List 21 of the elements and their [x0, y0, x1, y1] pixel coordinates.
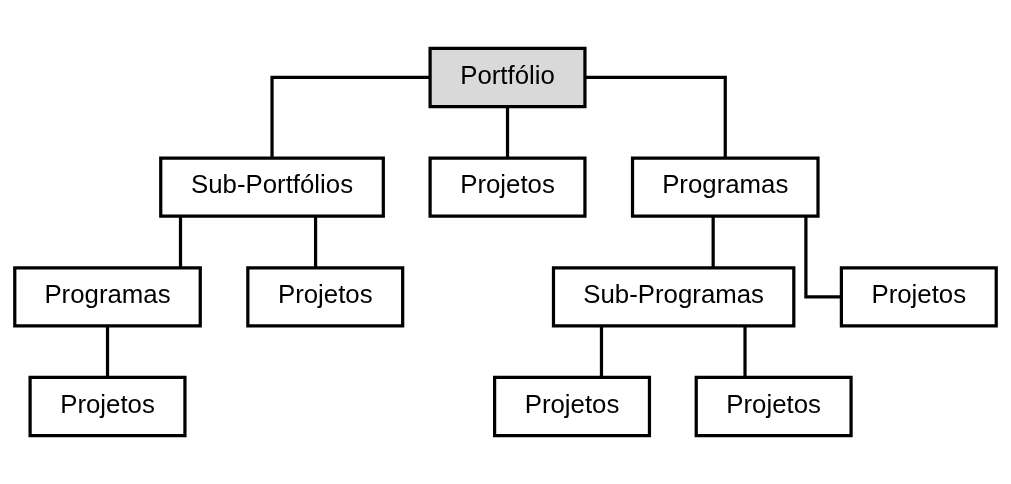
node-box: Projetos	[246, 266, 405, 328]
connector	[105, 326, 110, 378]
node-box: Projetos	[694, 375, 853, 438]
node-box: Portfólio	[428, 46, 587, 109]
connector	[270, 75, 430, 158]
connector	[599, 326, 604, 378]
node-box: Projetos	[493, 375, 652, 438]
node-box: Programas	[630, 156, 820, 218]
connector	[743, 326, 747, 378]
connector	[505, 106, 510, 158]
node-box: Projetos	[428, 156, 587, 218]
node-box: Projetos	[28, 375, 187, 438]
node-box: Projetos	[839, 266, 998, 328]
connector	[585, 75, 727, 158]
connector	[313, 216, 318, 268]
node-box: Programas	[13, 266, 202, 328]
node-box: Sub-Programas	[551, 266, 796, 328]
connector	[178, 216, 183, 268]
connector	[711, 216, 715, 268]
connector	[804, 216, 841, 299]
node-box: Sub-Portfólios	[159, 156, 385, 218]
